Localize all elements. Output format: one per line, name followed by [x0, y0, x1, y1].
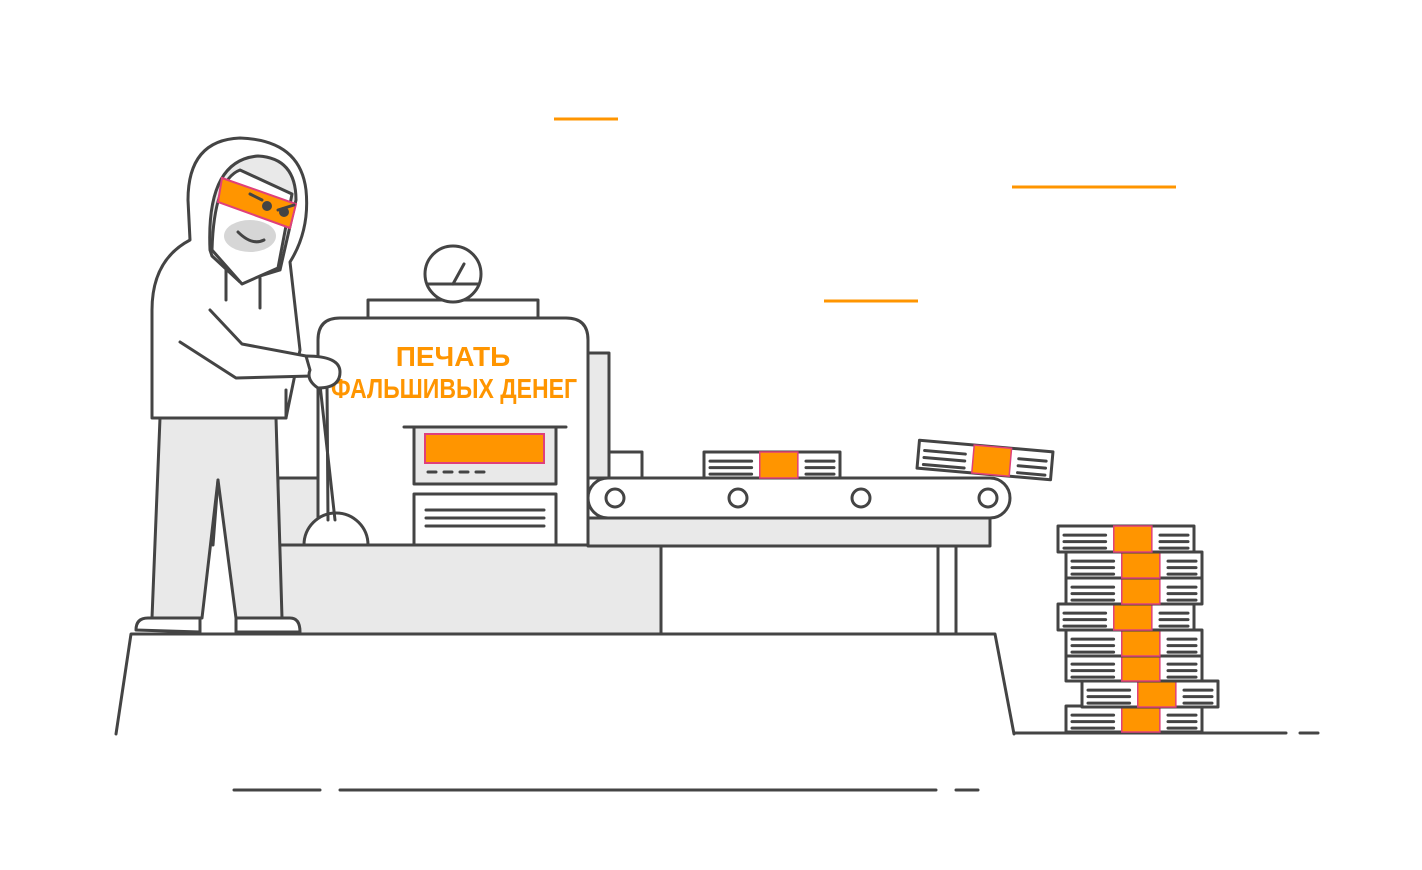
- banknote-bundle: [1064, 704, 1204, 734]
- hooded-counterfeiter: [134, 136, 342, 634]
- machine-lever: [302, 383, 370, 547]
- conveyor-belt: [586, 476, 1012, 520]
- money-stack: [1056, 524, 1220, 734]
- platform: [114, 632, 1016, 736]
- banknote-bundle: [1064, 628, 1204, 658]
- decorative-orange-lines: [554, 117, 1176, 303]
- banknote-bundle: [1056, 602, 1196, 632]
- ground-lines: [232, 731, 1320, 792]
- bills-on-conveyor: [607, 438, 1055, 482]
- machine-base: [276, 543, 663, 636]
- display-screen: [424, 433, 545, 464]
- banknote-bundle: [1056, 524, 1196, 554]
- bill-emerging: [607, 450, 644, 480]
- banknote-bundle: [915, 438, 1055, 482]
- machine-label-line2: ФАЛЬШИВЫХ ДЕНЕГ: [331, 373, 577, 404]
- machine-label-line1: ПЕЧАТЬ: [396, 341, 511, 372]
- banknote-bundle: [1080, 679, 1220, 709]
- banknote-bundle: [1064, 653, 1204, 683]
- banknote-bundle: [1064, 550, 1204, 580]
- pressure-gauge-icon: [423, 244, 483, 304]
- conveyor-support: [586, 516, 992, 548]
- banknote-bundle: [1064, 576, 1204, 606]
- banknote-bundle: [702, 450, 842, 480]
